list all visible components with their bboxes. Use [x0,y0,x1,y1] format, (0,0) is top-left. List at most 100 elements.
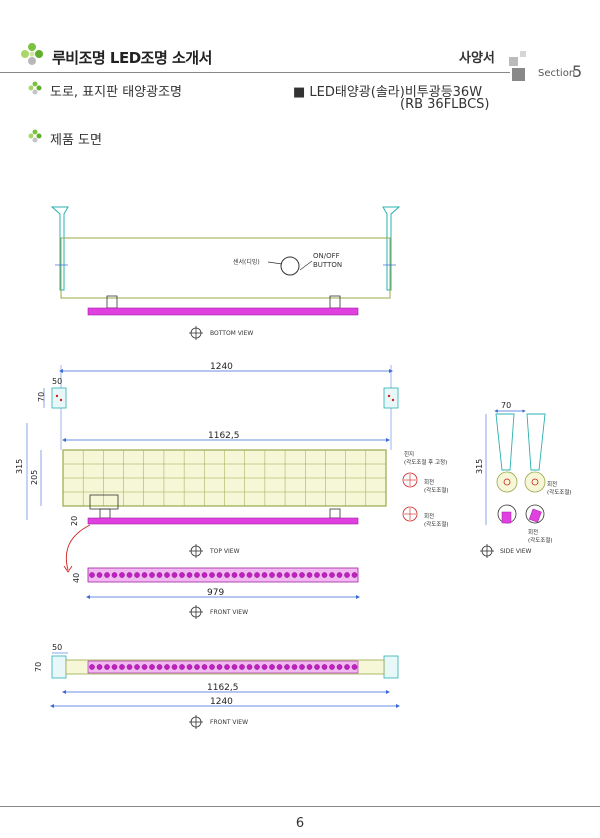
front-view-label-1: FRONT VIEW [210,609,248,616]
led-chip [179,572,185,578]
led-chip [284,664,290,670]
led-chip [209,572,215,578]
led-chip [239,664,245,670]
led-chip [224,664,230,670]
brand-logo-icon [21,43,43,65]
dim-20: 20 [70,516,79,526]
dim-50b: 50 [52,643,62,652]
footer-rule [0,806,600,807]
led-chip [171,664,178,670]
led-chip [329,664,335,670]
product-model: (RB 36FLBCS) [400,97,490,112]
section-square-decor [520,51,526,57]
led-chip [306,664,313,670]
led-chip [246,572,253,578]
section-label: 제품 도면 [50,133,102,148]
dim-70a: 70 [37,392,46,402]
led-chip [216,572,223,578]
led-chip [329,572,335,578]
led-chip [149,572,155,578]
led-chip [254,664,260,670]
led-chip [216,664,223,670]
led-chip [299,572,305,578]
led-chip [336,664,343,670]
led-chip [201,664,208,670]
led-chip [194,572,200,578]
led-chip [164,664,170,670]
bullet-flower-icon [28,81,42,95]
dim-50a: 50 [52,377,62,386]
led-chip [351,664,358,670]
led-chip [276,572,283,578]
led-chip [314,572,320,578]
led-chip [284,572,290,578]
led-chip [291,572,298,578]
dim-1240: 1240 [210,362,233,372]
switch-label-2: BUTTON [313,261,342,269]
note-rotate-2b: (각도조절) [424,520,449,528]
side-view: 70 315 회전 (각도조절) 회전 (각도조절) SIDE VIEW [475,401,572,558]
led-chip [111,664,118,670]
technical-drawing: 센서(디밍) ON/OFF BUTTON BOTTOM VIEW 1240 50… [15,206,572,729]
led-chip [209,664,215,670]
dim-979: 979 [207,588,224,598]
top-view: 1240 50 70 1162,5 315 205 20 [15,362,449,573]
dim-315: 315 [15,459,24,474]
led-chip [351,572,358,578]
led-chip [231,572,238,578]
top-view-label: TOP VIEW [209,548,240,555]
product-name: ■ LED태양광(솔라)비투광등36W [293,85,483,100]
side-dim-315: 315 [475,459,484,474]
led-chip [89,664,95,670]
side-note-1b: (각도조절) [547,488,572,496]
led-chip [171,572,178,578]
side-note-1: 회전 [547,480,557,488]
section-square-decor [512,68,525,81]
led-chip [96,572,103,578]
led-chip [269,664,275,670]
spec-label: 사양서 [459,51,495,66]
led-chip [104,664,110,670]
led-chip [246,664,253,670]
led-chip [156,664,163,670]
side-view-label: SIDE VIEW [500,548,532,555]
led-chip [224,572,230,578]
led-chip [194,664,200,670]
led-chip [186,572,193,578]
led-chip [156,572,163,578]
section-number: 5 [572,62,583,81]
note-rotate-2: 회전 [424,512,434,520]
led-chip [344,572,350,578]
header-rule [0,72,510,73]
led-chip [179,664,185,670]
led-chip [96,664,103,670]
header-title: 루비조명 LED조명 소개서 [52,49,212,67]
dim-205: 205 [30,470,39,485]
led-chip [314,664,320,670]
dim-40: 40 [72,573,81,583]
led-chip [254,572,260,578]
front-view-label-2: FRONT VIEW [210,719,248,726]
led-chip [269,572,275,578]
note-rotate-1: 회전 [424,478,434,486]
section-square-decor [509,57,518,66]
led-chip [164,572,170,578]
product-category: 도로, 표지판 태양광조명 [50,85,182,100]
bottom-view-label: BOTTOM VIEW [210,330,253,337]
bullet-flower-icon [28,129,42,143]
front-view-1: 40 979 FRONT VIEW [72,567,360,619]
led-chip [141,572,148,578]
led-chip [149,664,155,670]
led-chip [276,664,283,670]
led-chip [321,664,328,670]
note-bracket: 힌지 [404,450,414,458]
page-number: 6 [295,816,305,831]
led-chip [261,664,268,670]
led-chip [299,664,305,670]
dim-bottom-1162: 1162,5 [207,683,239,693]
bottom-view: 센서(디밍) ON/OFF BUTTON BOTTOM VIEW [50,206,401,340]
led-chip [291,664,298,670]
led-chip [201,572,208,578]
side-note-2: 회전 [528,528,538,536]
side-dim-70: 70 [501,401,511,410]
